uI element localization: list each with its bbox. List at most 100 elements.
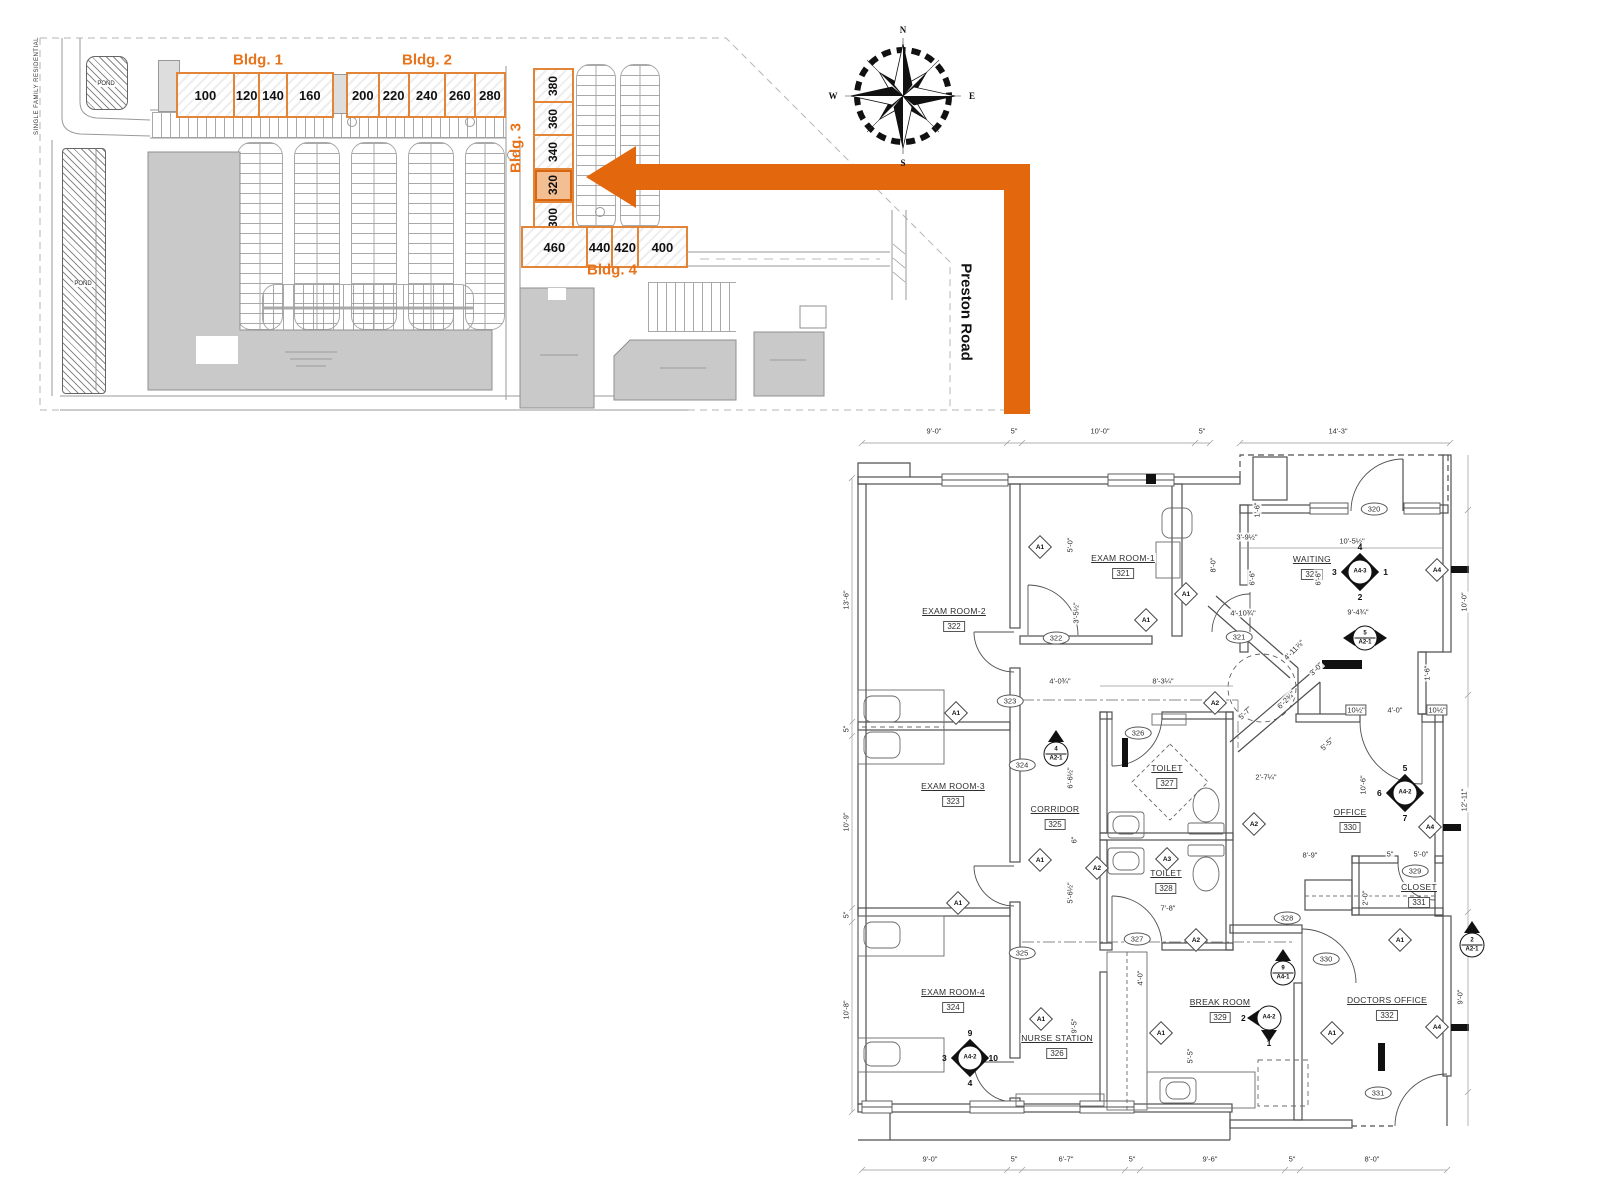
marker-id: A2-1 bbox=[1465, 946, 1479, 952]
wall-tag-label: A1 bbox=[1036, 1015, 1046, 1023]
parking-row bbox=[576, 64, 616, 232]
dim-label: 6" bbox=[1069, 835, 1079, 845]
wall-tag-A1: A1 bbox=[945, 890, 971, 916]
marker-triangle bbox=[1275, 949, 1291, 961]
unit-240: 240 bbox=[407, 74, 444, 116]
wall-tag-A1: A1 bbox=[943, 700, 969, 726]
wall-tag-A1: A1 bbox=[1133, 607, 1159, 633]
marker-direction-number: 1 bbox=[1383, 567, 1388, 577]
wall-tag-label: A3 bbox=[1162, 855, 1172, 863]
dim-label: 9'-0" bbox=[921, 1154, 939, 1164]
wall-tag-label: A1 bbox=[1035, 856, 1045, 864]
dim-label: 10'-6" bbox=[1358, 774, 1368, 796]
compass-east-label: E bbox=[968, 91, 976, 101]
unit-460: 460 bbox=[523, 228, 586, 266]
wall-tag-A1: A1 bbox=[1027, 847, 1053, 873]
wall-tag-A2: A2 bbox=[1183, 927, 1209, 953]
wall-tag-label: A4 bbox=[1432, 566, 1442, 574]
dim-label: 5" bbox=[841, 910, 851, 920]
dim-label: 5'-7" bbox=[1235, 703, 1255, 723]
wall-tag-A4: A4 bbox=[1424, 557, 1450, 583]
room-number: 330 bbox=[1339, 822, 1361, 833]
room-number: 323 bbox=[942, 796, 964, 807]
marker-triangle bbox=[1048, 730, 1064, 742]
marker-id: A4-1 bbox=[1276, 974, 1290, 980]
room-number: 325 bbox=[1044, 819, 1066, 830]
dim-label: 8'-0" bbox=[1363, 1154, 1381, 1164]
marker-direction-number: 10 bbox=[988, 1053, 998, 1063]
wall-tag-A1: A1 bbox=[1028, 1006, 1054, 1032]
dim-label: 3'-0" bbox=[1306, 659, 1326, 679]
unit-440: 440 bbox=[585, 228, 612, 266]
dim-label: 6'-6" bbox=[1247, 569, 1257, 587]
dim-label: 10'-0" bbox=[1089, 426, 1111, 436]
room-name: OFFICE bbox=[1332, 807, 1368, 817]
marker-direction-number: 9 bbox=[967, 1028, 973, 1038]
marker-direction-number: 6 bbox=[1377, 788, 1382, 798]
dim-label: 5" bbox=[1127, 1154, 1137, 1164]
dim-label: 4'-0¾" bbox=[1048, 676, 1072, 686]
marker-circle: A4-3 bbox=[1347, 559, 1373, 585]
building-4-label: Bldg. 4 bbox=[586, 261, 638, 279]
dim-label: 8'-3¼" bbox=[1151, 676, 1175, 686]
unit-number: 160 bbox=[298, 87, 321, 103]
building-3-label: Bldg. 3 bbox=[507, 122, 525, 174]
dim-label: 5'-0" bbox=[1065, 536, 1075, 554]
unit-number: 440 bbox=[588, 239, 611, 255]
door-tag-326: 326 bbox=[1124, 726, 1152, 740]
marker-circle: A4-2 bbox=[1392, 780, 1418, 806]
door-tag-328: 328 bbox=[1273, 911, 1301, 925]
dim-label: 6'-2¾" bbox=[1274, 688, 1298, 712]
unit-100: 100 bbox=[178, 74, 233, 116]
door-tag-323: 323 bbox=[996, 694, 1024, 708]
dim-label: 4'-10¾" bbox=[1229, 608, 1257, 618]
dim-label: 5" bbox=[1287, 1154, 1297, 1164]
marker-divider bbox=[1461, 944, 1483, 946]
marker-direction-number: 4 bbox=[967, 1078, 973, 1088]
room-name: EXAM ROOM-4 bbox=[920, 987, 986, 997]
marker-number: 5 bbox=[1363, 630, 1367, 637]
wall-tag-label: A1 bbox=[1035, 543, 1045, 551]
wall-tag-A4: A4 bbox=[1424, 1014, 1450, 1040]
unit-140: 140 bbox=[258, 74, 285, 116]
dim-label: 1'-6" bbox=[1422, 664, 1432, 682]
marker-direction-number: 2 bbox=[1357, 592, 1363, 602]
unit-number: 120 bbox=[235, 87, 258, 103]
wall-tag-label: A2 bbox=[1191, 936, 1201, 944]
marker-direction-number: 1 bbox=[1266, 1038, 1272, 1048]
unit-260: 260 bbox=[443, 74, 474, 116]
unit-number: 420 bbox=[614, 239, 636, 255]
wall-tag-label: A1 bbox=[1156, 1029, 1166, 1037]
marker-id: A2-1 bbox=[1049, 755, 1063, 761]
room-number: 321 bbox=[1112, 568, 1134, 579]
unit-number: 260 bbox=[448, 87, 471, 103]
dim-label: 5" bbox=[841, 724, 851, 734]
wall-tag-label: A1 bbox=[1327, 1029, 1337, 1037]
room-name: DOCTORS OFFICE bbox=[1345, 995, 1429, 1005]
room-name: TOILET bbox=[1150, 763, 1184, 773]
unit-340: 340 bbox=[535, 134, 572, 167]
dim-label: 5'-5" bbox=[1185, 1047, 1195, 1065]
dim-label: 13'-6" bbox=[841, 589, 851, 611]
dim-label: 5" bbox=[1009, 426, 1019, 436]
unit-number: 360 bbox=[546, 108, 561, 129]
unit-number: 200 bbox=[351, 87, 374, 103]
wall-tag-A1: A1 bbox=[1319, 1020, 1345, 1046]
marker-direction-number: 2 bbox=[1241, 1013, 1246, 1023]
dim-label: 7'-8" bbox=[1159, 903, 1177, 913]
dim-label: 5'-6½" bbox=[1065, 881, 1075, 905]
unit-number: 340 bbox=[546, 141, 561, 163]
marker-direction-number: 3 bbox=[1332, 567, 1337, 577]
dim-label: 4'-11⅞" bbox=[1281, 637, 1307, 663]
